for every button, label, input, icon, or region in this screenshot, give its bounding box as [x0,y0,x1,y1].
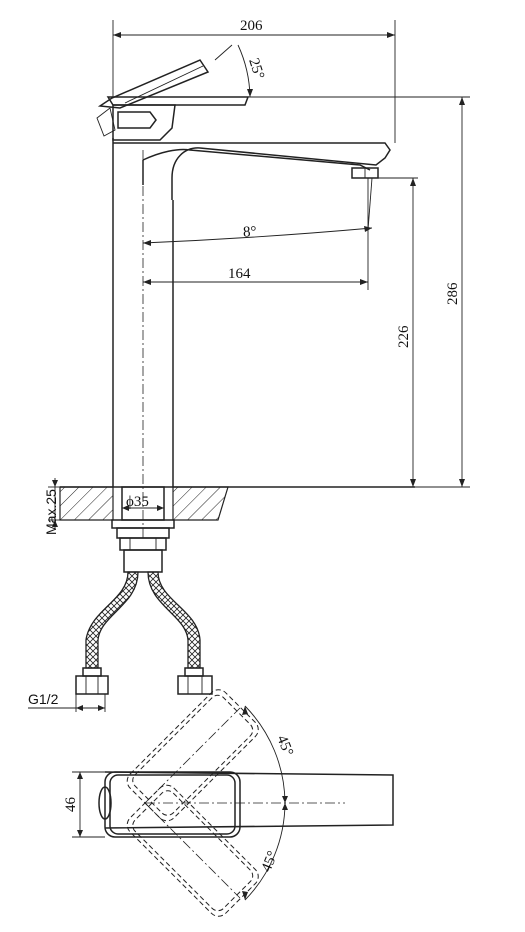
top-axis-down [144,802,241,899]
label-206: 206 [240,18,263,34]
top-spout-outline [104,771,394,829]
spout-lower [142,148,371,171]
label-hole-diameter: ϕ35 [126,494,149,510]
top-handle-cap [98,786,112,820]
faucet-side-view [59,59,415,695]
fitting-left-nut [75,675,109,695]
hose-right [147,571,201,669]
label-164: 164 [228,266,251,282]
deck-section-right [172,486,229,521]
label-46: 46 [63,797,79,813]
dimension-lines [28,20,470,712]
label-max-thickness: Max.25 [43,489,59,535]
dim-rotation-upper-arc [244,705,286,804]
label-226: 226 [396,325,412,348]
label-rotation-lower: 45° [259,849,282,874]
label-lever-angle: 25° [245,56,267,81]
dim-rotation-lower-arc [244,802,286,901]
faucet-top-view [72,689,394,917]
label-thread: G1/2 [28,691,59,707]
top-handle-body [104,771,241,838]
top-handle-inner [109,774,236,835]
fitting-left-collar [82,667,102,677]
deck-section-left [59,486,114,521]
fitting-right-nut [177,675,213,695]
cartridge-body [112,104,176,141]
dim-8deg-line [142,227,373,244]
lever-tilted [97,59,210,109]
lever-tilted-inner [124,65,204,104]
spout-upper [113,142,391,200]
top-axis-up [144,707,241,804]
cartridge-detail [117,111,157,129]
hose-left [85,571,139,669]
label-spout-angle: 8° [243,224,257,241]
label-rotation-upper: 45° [273,733,296,758]
hose-ferrule [123,549,163,573]
lever-plate [106,96,250,106]
cartridge-knob [96,107,116,137]
fitting-right-collar [184,667,204,677]
label-286: 286 [445,282,461,305]
fixing-nut [119,537,167,551]
